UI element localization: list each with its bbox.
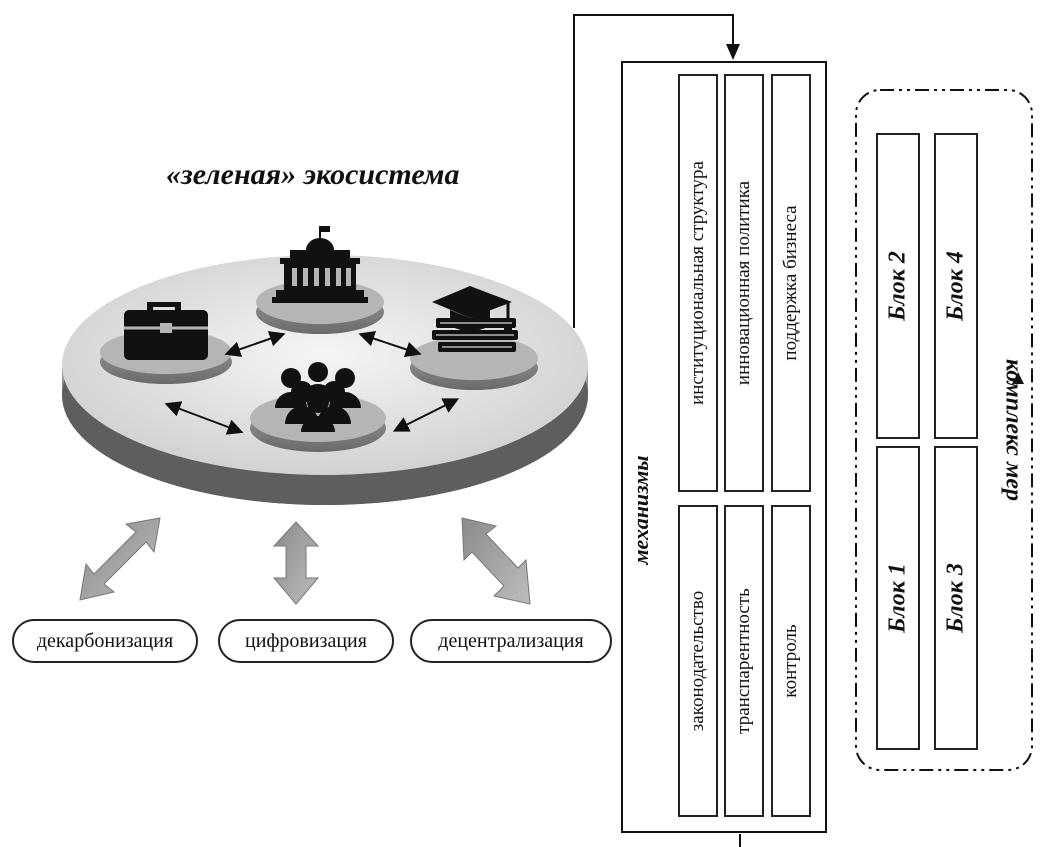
trend-decentralization: децентрализация <box>410 619 612 663</box>
measures-frame <box>855 89 1033 771</box>
connector-arrowhead <box>726 44 740 60</box>
mechanism-institutional-structure: институциональная структура <box>678 74 718 492</box>
mechanisms-label: механизмы <box>628 455 653 565</box>
block-4: Блок 4 <box>934 133 978 439</box>
trend-arrow-center <box>272 521 320 605</box>
block-3: Блок 3 <box>934 446 978 750</box>
mechanism-business-support: поддержка бизнеса <box>771 74 811 492</box>
mechanisms-frame <box>621 61 827 833</box>
block-1: Блок 1 <box>876 446 920 750</box>
connection-arrows <box>164 330 460 435</box>
government-building-icon <box>272 226 368 303</box>
block-2: Блок 2 <box>876 133 920 439</box>
feedback-connector <box>573 14 734 328</box>
trend-arrow-right <box>461 517 531 605</box>
people-group-icon <box>275 362 361 432</box>
measures-arrowhead <box>1012 372 1024 384</box>
mechanism-innovation-policy: инновационная политика <box>724 74 764 492</box>
trend-decarbonization: декарбонизация <box>12 619 198 663</box>
mechanism-transparency: транспарентность <box>724 505 764 817</box>
briefcase-icon <box>124 302 208 360</box>
graduation-books-icon <box>432 286 518 352</box>
mechanism-control: контроль <box>771 505 811 817</box>
trend-arrow-left <box>79 517 161 601</box>
mechanism-legislation: законодательство <box>678 505 718 817</box>
trend-digitalization: цифровизация <box>218 619 394 663</box>
ecosystem-title: «зеленая» экосистема <box>166 158 460 191</box>
measures-label: комплекс мер <box>1000 358 1027 502</box>
